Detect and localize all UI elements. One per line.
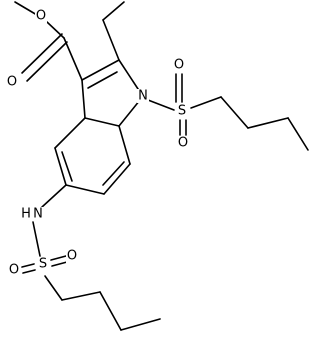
bond-c2-ethyl	[102, 19, 120, 61]
atom-o-s1-left-label: O	[174, 58, 184, 73]
atom-o-s1-down: O	[177, 136, 189, 151]
bond-bu1-bu2	[220, 96, 249, 129]
bond-s2-oright-b	[51, 261, 68, 267]
bonds	[14, 1, 309, 331]
bond-s2-bu1	[44, 275, 63, 301]
bond-bu3-bu4	[287, 117, 309, 151]
atom-h-amine-label: H	[21, 207, 31, 222]
atom-s-n1: S	[175, 104, 189, 119]
atom-s-amine: S	[36, 257, 50, 272]
bond-c4-c5-inner	[61, 151, 73, 182]
structure-drawing: O O N S O O H N S	[6, 1, 309, 331]
bond-c6-c7	[103, 163, 131, 195]
bond-c4-c5	[54, 147, 67, 186]
bond-ethyl-methyl	[102, 1, 125, 21]
atom-n-ring: N	[137, 89, 149, 104]
bond-bu2-bu3-s2	[99, 291, 122, 331]
bond-nh-s2	[32, 221, 41, 257]
bond-ccarbonyl-ocarbonyl-b	[26, 41, 68, 82]
atom-o-carbonyl-label: O	[7, 75, 17, 90]
bond-s2-oright-a	[50, 255, 67, 261]
bond-methyl-oester	[14, 1, 38, 16]
bond-bu1-bu2-s2	[61, 291, 101, 301]
bond-c7-c7a	[118, 125, 131, 165]
atom-s-amine-label: S	[39, 257, 47, 272]
atom-o-s1-down-label: O	[178, 136, 188, 151]
bond-s1-bu1	[190, 96, 222, 109]
atom-labels: O O N S O O H N S	[6, 9, 189, 278]
bond-c3-c2-b	[87, 71, 118, 89]
atom-o-ester-label: O	[36, 9, 46, 24]
bond-n1-s1	[147, 99, 175, 111]
atom-n-amine-label: N	[33, 207, 43, 222]
atom-o-s1-left: O	[173, 58, 185, 73]
atom-n-amine: H N	[20, 207, 46, 222]
atom-o-s2-right-label: O	[67, 249, 77, 264]
bond-c6-c7-inner	[102, 161, 125, 186]
atom-o-s2-left: O	[8, 263, 20, 278]
bond-bu3-bu4-s2	[120, 318, 161, 331]
atom-o-carbonyl: O	[6, 75, 18, 90]
atom-o-s2-right: O	[66, 249, 78, 264]
atom-o-s2-left-label: O	[9, 263, 19, 278]
atom-n-ring-label: N	[138, 89, 148, 104]
bond-c2-n1	[118, 59, 141, 93]
bond-c5-c6	[65, 184, 105, 195]
bond-n1-c7a	[118, 99, 141, 127]
bond-ccarbonyl-c3	[63, 37, 83, 81]
bond-c5-nh	[41, 184, 67, 208]
bond-c3-c3a	[81, 79, 86, 119]
molecule-diagram: O O N S O O H N S	[6, 1, 309, 331]
atom-o-ester: O	[35, 9, 47, 24]
bond-c3a-c7a	[84, 117, 120, 127]
bond-s2-oleft-b	[22, 269, 36, 274]
bond-s2-oleft-a	[21, 263, 35, 268]
atom-s-n1-label: S	[178, 104, 186, 119]
bond-c3-c2-a	[81, 59, 120, 81]
bond-c3a-c4	[54, 117, 86, 149]
bond-ccarbonyl-ocarbonyl-a	[21, 33, 63, 74]
bond-bu2-bu3	[247, 117, 289, 129]
